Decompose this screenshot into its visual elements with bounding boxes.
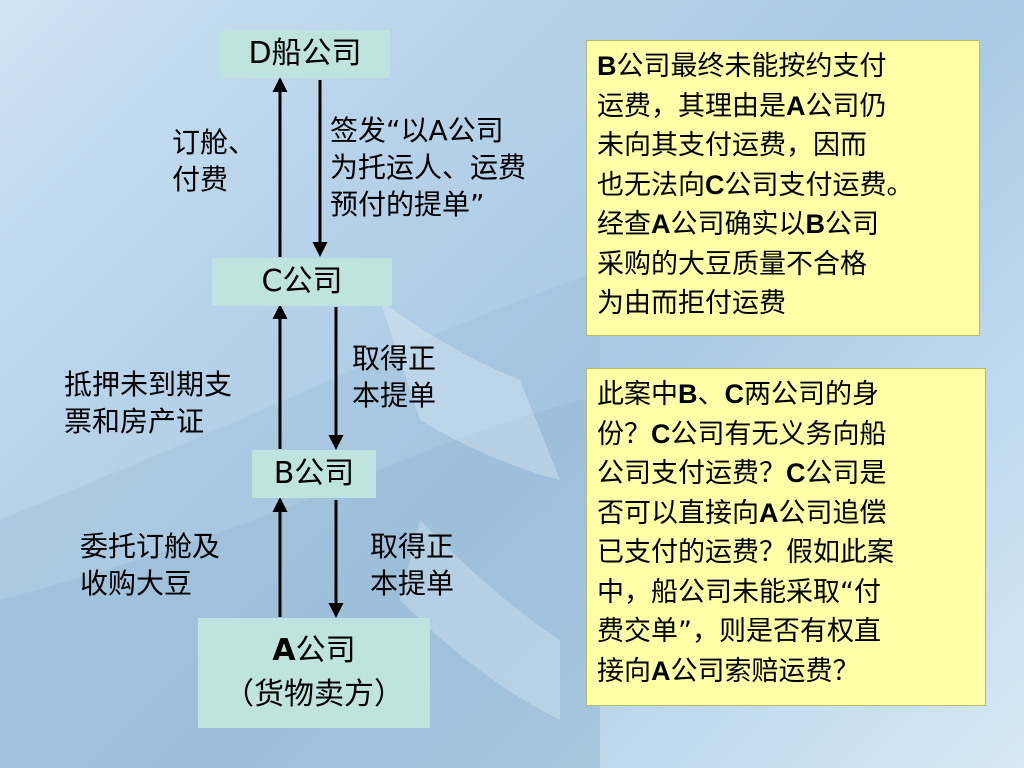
label-a-to-b: 委托订舱及 收购大豆 (80, 528, 220, 602)
label-d-to-c-line-2: 为托运人、运费 (330, 151, 527, 184)
node-b-company: B公司 (252, 450, 376, 498)
note-questions-line: 公司支付运费？C公司是 (597, 458, 887, 489)
note-questions-line: 份？C公司有无义务向船 (597, 418, 887, 450)
note-case-facts-line: 未向其支付运费，因而 (597, 130, 867, 161)
label-b-to-a-line-1: 取得正 (370, 530, 455, 563)
note-case-facts-line: 也无法向C公司支付运费。 (597, 169, 914, 201)
note-questions-line: 否可以直接向A公司追偿 (597, 497, 887, 529)
label-d-to-c-line-3: 预付的提单” (330, 188, 485, 221)
node-a-role: （货物卖方） (224, 677, 404, 712)
node-b-label: B公司 (273, 456, 355, 491)
label-b-to-c: 抵押未到期支 票和房产证 (64, 366, 232, 440)
note-case-facts-line: 运费，其理由是A公司仍 (597, 90, 887, 122)
label-a-to-b-line-2: 收购大豆 (80, 567, 193, 600)
node-c-company: C公司 (212, 258, 392, 306)
note-questions-line: 费交单”，则是否有权直 (597, 616, 881, 647)
node-d-label: D船公司 (248, 36, 362, 71)
label-d-to-c: 签发“以A公司 为托运人、运费 预付的提单” (330, 112, 526, 223)
label-b-to-a: 取得正 本提单 (370, 528, 454, 602)
note-case-facts-line: 为由而拒付运费 (597, 288, 786, 319)
label-b-to-c-line-2: 票和房产证 (64, 405, 205, 438)
node-d-shipping-company: D船公司 (220, 30, 390, 78)
label-d-to-c-line-1: 签发“以A公司 (330, 114, 504, 147)
node-a-name: A公司 (272, 633, 355, 669)
label-c-to-d-line-2: 付费 (172, 163, 229, 196)
label-a-to-b-line-1: 委托订舱及 (80, 530, 221, 563)
note-case-facts: B公司最终未能按约支付 运费，其理由是A公司仍 未向其支付运费，因而 也无法向C… (586, 40, 980, 336)
note-questions-line: 中，船公司未能采取“付 (597, 576, 881, 608)
label-c-to-b-line-2: 本提单 (352, 379, 437, 412)
note-case-facts-line: B公司最终未能按约支付 (597, 51, 887, 82)
node-a-name-prefix: A (272, 633, 296, 668)
label-c-to-d: 订舱、 付费 (172, 124, 256, 198)
node-c-label: C公司 (261, 264, 343, 299)
label-c-to-b: 取得正 本提单 (352, 340, 436, 414)
node-a-company: A公司 （货物卖方） (198, 618, 430, 728)
node-a-name-suffix: 公司 (295, 633, 356, 668)
label-c-to-b-line-1: 取得正 (352, 342, 437, 375)
label-b-to-c-line-1: 抵押未到期支 (64, 368, 233, 401)
label-b-to-a-line-2: 本提单 (370, 567, 455, 600)
note-case-facts-line: 经查A公司确实以B公司 (597, 209, 879, 240)
note-questions-line: 此案中B、C两公司的身 (597, 379, 879, 410)
note-questions: 此案中B、C两公司的身 份？C公司有无义务向船 公司支付运费？C公司是 否可以直… (586, 368, 986, 706)
note-questions-line: 接向A公司索赔运费？ (597, 655, 860, 687)
label-c-to-d-line-1: 订舱、 (172, 126, 257, 159)
note-case-facts-line: 采购的大豆质量不合格 (597, 248, 867, 280)
note-questions-line: 已支付的运费？假如此案 (597, 537, 894, 568)
